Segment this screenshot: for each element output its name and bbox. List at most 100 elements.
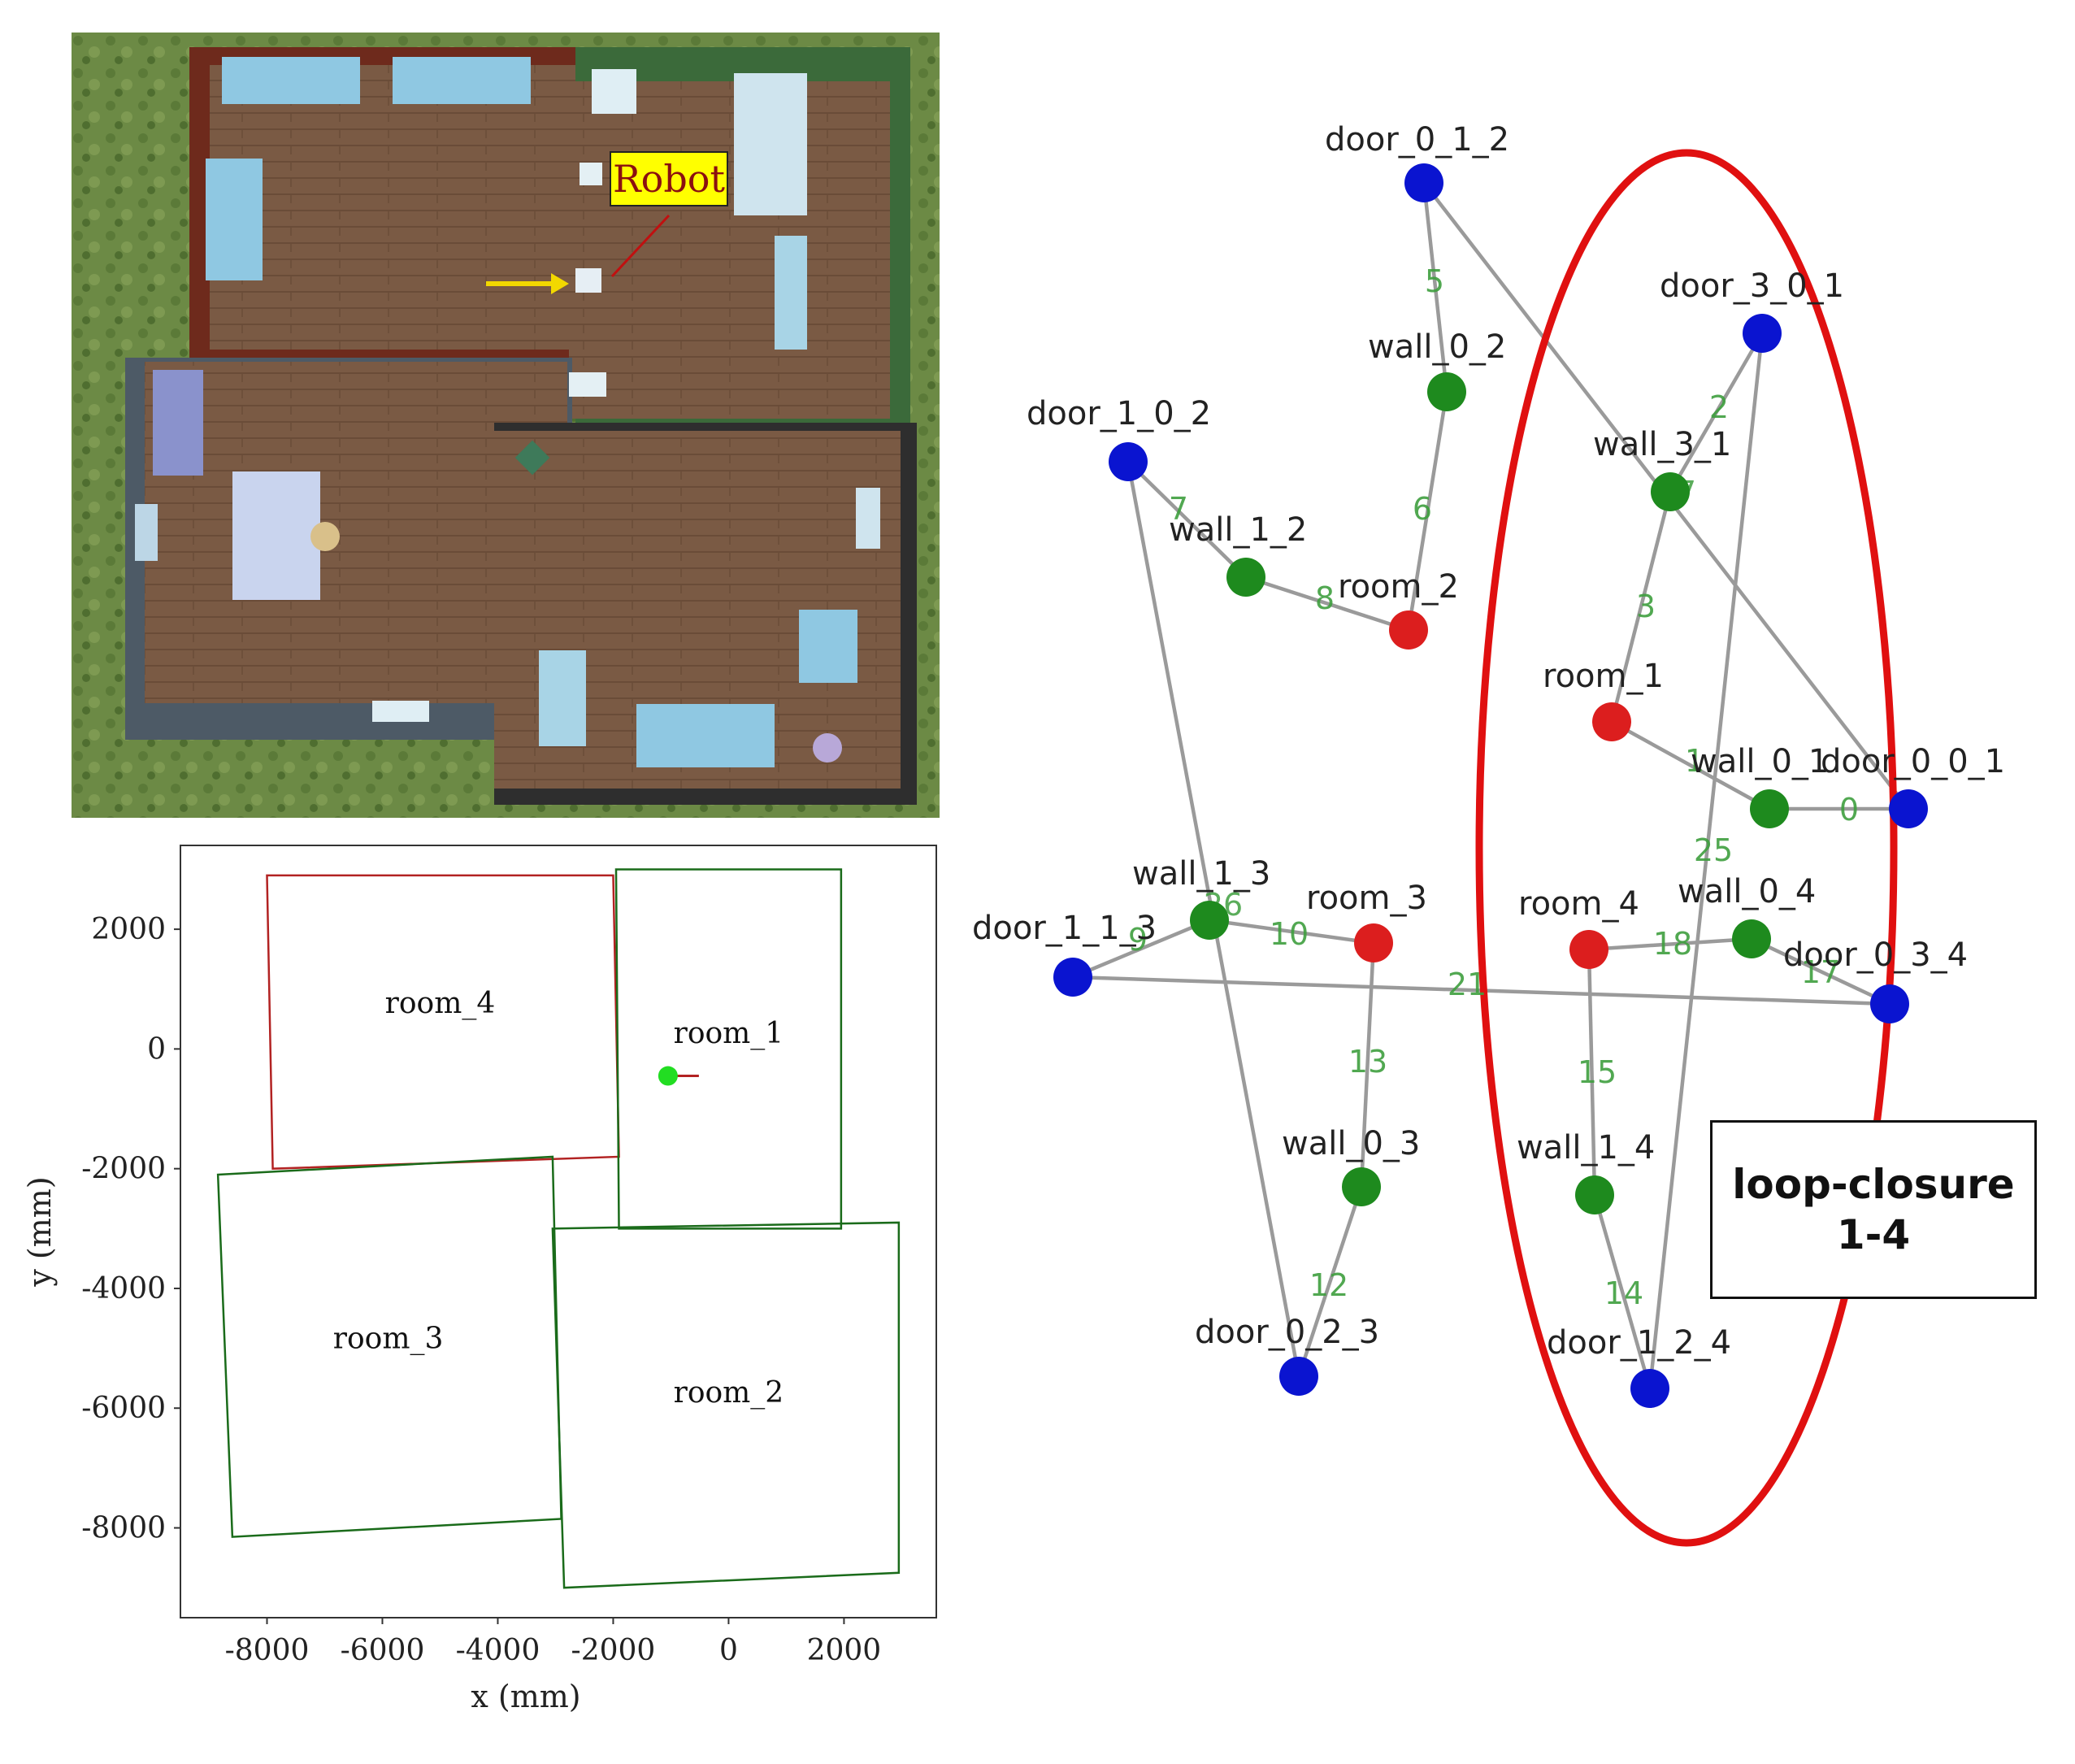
robot-body: [575, 268, 601, 293]
y-tick-label: -2000: [81, 1153, 166, 1186]
graph-node-room_4: [1569, 930, 1608, 969]
x-tick-label: -2000: [571, 1634, 656, 1667]
table: [232, 471, 320, 600]
bathtub: [734, 73, 807, 215]
graph-edge-wall_0_2-room_2: [1406, 391, 1449, 631]
graph-edge-room_1-wall_0_1: [1610, 720, 1771, 810]
graph-node-door_0_1_2: [1404, 163, 1443, 202]
armchair: [799, 610, 857, 683]
node-label-wall_0_2: wall_0_2: [1368, 328, 1506, 366]
y-tick-label: -6000: [81, 1392, 166, 1425]
graph-node-door_1_0_2: [1109, 442, 1148, 481]
y-tick-label: -8000: [81, 1512, 166, 1545]
robot-label-leader: [610, 214, 671, 278]
toilet: [580, 163, 602, 185]
y-tick-label: 0: [147, 1032, 166, 1066]
graph-node-room_1: [1592, 702, 1631, 741]
edge-label: 10: [1270, 916, 1309, 952]
room-outline-room_2: [551, 1221, 901, 1589]
y-tick-label: 2000: [91, 913, 166, 946]
edge-label: 18: [1653, 926, 1692, 962]
edge-label: 12: [1309, 1267, 1348, 1303]
graph-node-wall_1_2: [1226, 558, 1265, 597]
graph-edge-wall_1_2-room_2: [1245, 575, 1409, 632]
robot-label: Robot: [610, 151, 728, 206]
room-outline-room_1: [614, 868, 843, 1230]
graph-node-door_0_2_3: [1279, 1357, 1318, 1396]
graph-node-room_2: [1389, 610, 1428, 650]
edge-label: 1: [1685, 743, 1704, 779]
node-label-room_4: room_4: [1518, 885, 1639, 923]
graph-edge-door_1_0_2-wall_1_2: [1126, 460, 1248, 579]
graph-edge-room_4-wall_1_4: [1587, 949, 1597, 1196]
node-label-room_1: room_1: [1543, 658, 1664, 695]
node-label-wall_1_3: wall_1_3: [1132, 855, 1270, 893]
graph-edge-door_1_1_3-wall_1_3: [1072, 918, 1210, 980]
appliance: [569, 372, 606, 397]
edge-label: 8: [1315, 580, 1335, 616]
node-label-wall_0_4: wall_0_4: [1678, 873, 1816, 910]
scene-graph-view: 567823102591021131218171514726door_0_1_2…: [943, 0, 2075, 1761]
sink: [592, 69, 636, 114]
side-table: [135, 504, 158, 561]
desk: [539, 650, 586, 746]
graph-edge-wall_1_3-room_3: [1209, 918, 1374, 945]
robot-position-marker: [658, 1066, 678, 1086]
edge-label: 21: [1448, 967, 1487, 1002]
node-label-wall_3_1: wall_3_1: [1593, 426, 1731, 463]
node-label-door_1_2_4: door_1_2_4: [1547, 1324, 1731, 1362]
node-label-door_1_0_2: door_1_0_2: [1027, 395, 1211, 432]
edge-label: 9: [1128, 922, 1148, 958]
graph-node-wall_0_2: [1427, 372, 1466, 411]
edge-label: 3: [1636, 589, 1656, 624]
room-label-room_2: room_2: [674, 1376, 784, 1410]
loop-closure-rooms: 1-4: [1836, 1211, 1911, 1258]
x-tick-label: 2000: [807, 1634, 882, 1667]
simulation-view: Robot: [72, 33, 940, 818]
node-label-wall_0_1: wall_0_1: [1691, 743, 1829, 780]
y-axis-label: y (mm): [22, 1176, 58, 1287]
graph-node-door_1_2_4: [1630, 1369, 1669, 1408]
edge-label: 0: [1839, 792, 1859, 828]
node-label-room_2: room_2: [1338, 568, 1459, 606]
plant: [813, 733, 842, 763]
graph-edge-wall_0_4-door_0_3_4: [1751, 936, 1891, 1006]
graph-node-door_0_3_4: [1870, 984, 1909, 1023]
room-label-room_1: room_1: [674, 1017, 784, 1050]
house-render: [72, 33, 940, 818]
room-label-room_4: room_4: [385, 987, 496, 1020]
edge-label: 25: [1694, 832, 1733, 868]
scene-graph-svg: 567823102591021131218171514726door_0_1_2…: [972, 121, 2005, 1547]
cabinet: [775, 236, 807, 350]
edge-label: 5: [1425, 263, 1444, 299]
node-label-wall_0_3: wall_0_3: [1282, 1125, 1420, 1162]
graph-node-wall_1_4: [1575, 1175, 1614, 1214]
bed: [153, 370, 203, 476]
graph-edge-wall_1_4-door_1_2_4: [1592, 1194, 1652, 1389]
graph-edge-wall_0_3-door_0_2_3: [1296, 1186, 1364, 1377]
bench: [372, 701, 429, 722]
edge-label: 7: [1169, 491, 1188, 527]
node-label-room_3: room_3: [1306, 880, 1427, 917]
x-tick-label: -6000: [341, 1634, 425, 1667]
edge-label: 6: [1413, 491, 1432, 527]
graph-edge-door_0_1_2-wall_0_2: [1422, 182, 1449, 393]
loop-closure-ellipse: [1475, 149, 1898, 1547]
shelf: [856, 488, 880, 549]
y-tick-label: -4000: [81, 1272, 166, 1306]
graph-edge-door_3_0_1-wall_3_1: [1669, 332, 1764, 493]
stool: [310, 522, 340, 551]
x-tick-label: -8000: [225, 1634, 310, 1667]
node-label-door_0_0_1: door_0_0_1: [1821, 743, 2005, 780]
edge-label: 15: [1578, 1054, 1617, 1090]
graph-node-room_3: [1354, 923, 1393, 962]
graph-node-wall_0_1: [1750, 789, 1789, 828]
graph-node-door_0_0_1: [1889, 789, 1928, 828]
graph-node-wall_3_1: [1651, 472, 1690, 511]
graph-edge-room_3-wall_0_3: [1359, 942, 1376, 1188]
graph-node-wall_0_4: [1732, 919, 1771, 958]
x-axis-label: x (mm): [471, 1679, 580, 1714]
graph-node-wall_1_3: [1190, 901, 1229, 940]
graph-edge-wall_3_1-room_1: [1609, 491, 1673, 723]
